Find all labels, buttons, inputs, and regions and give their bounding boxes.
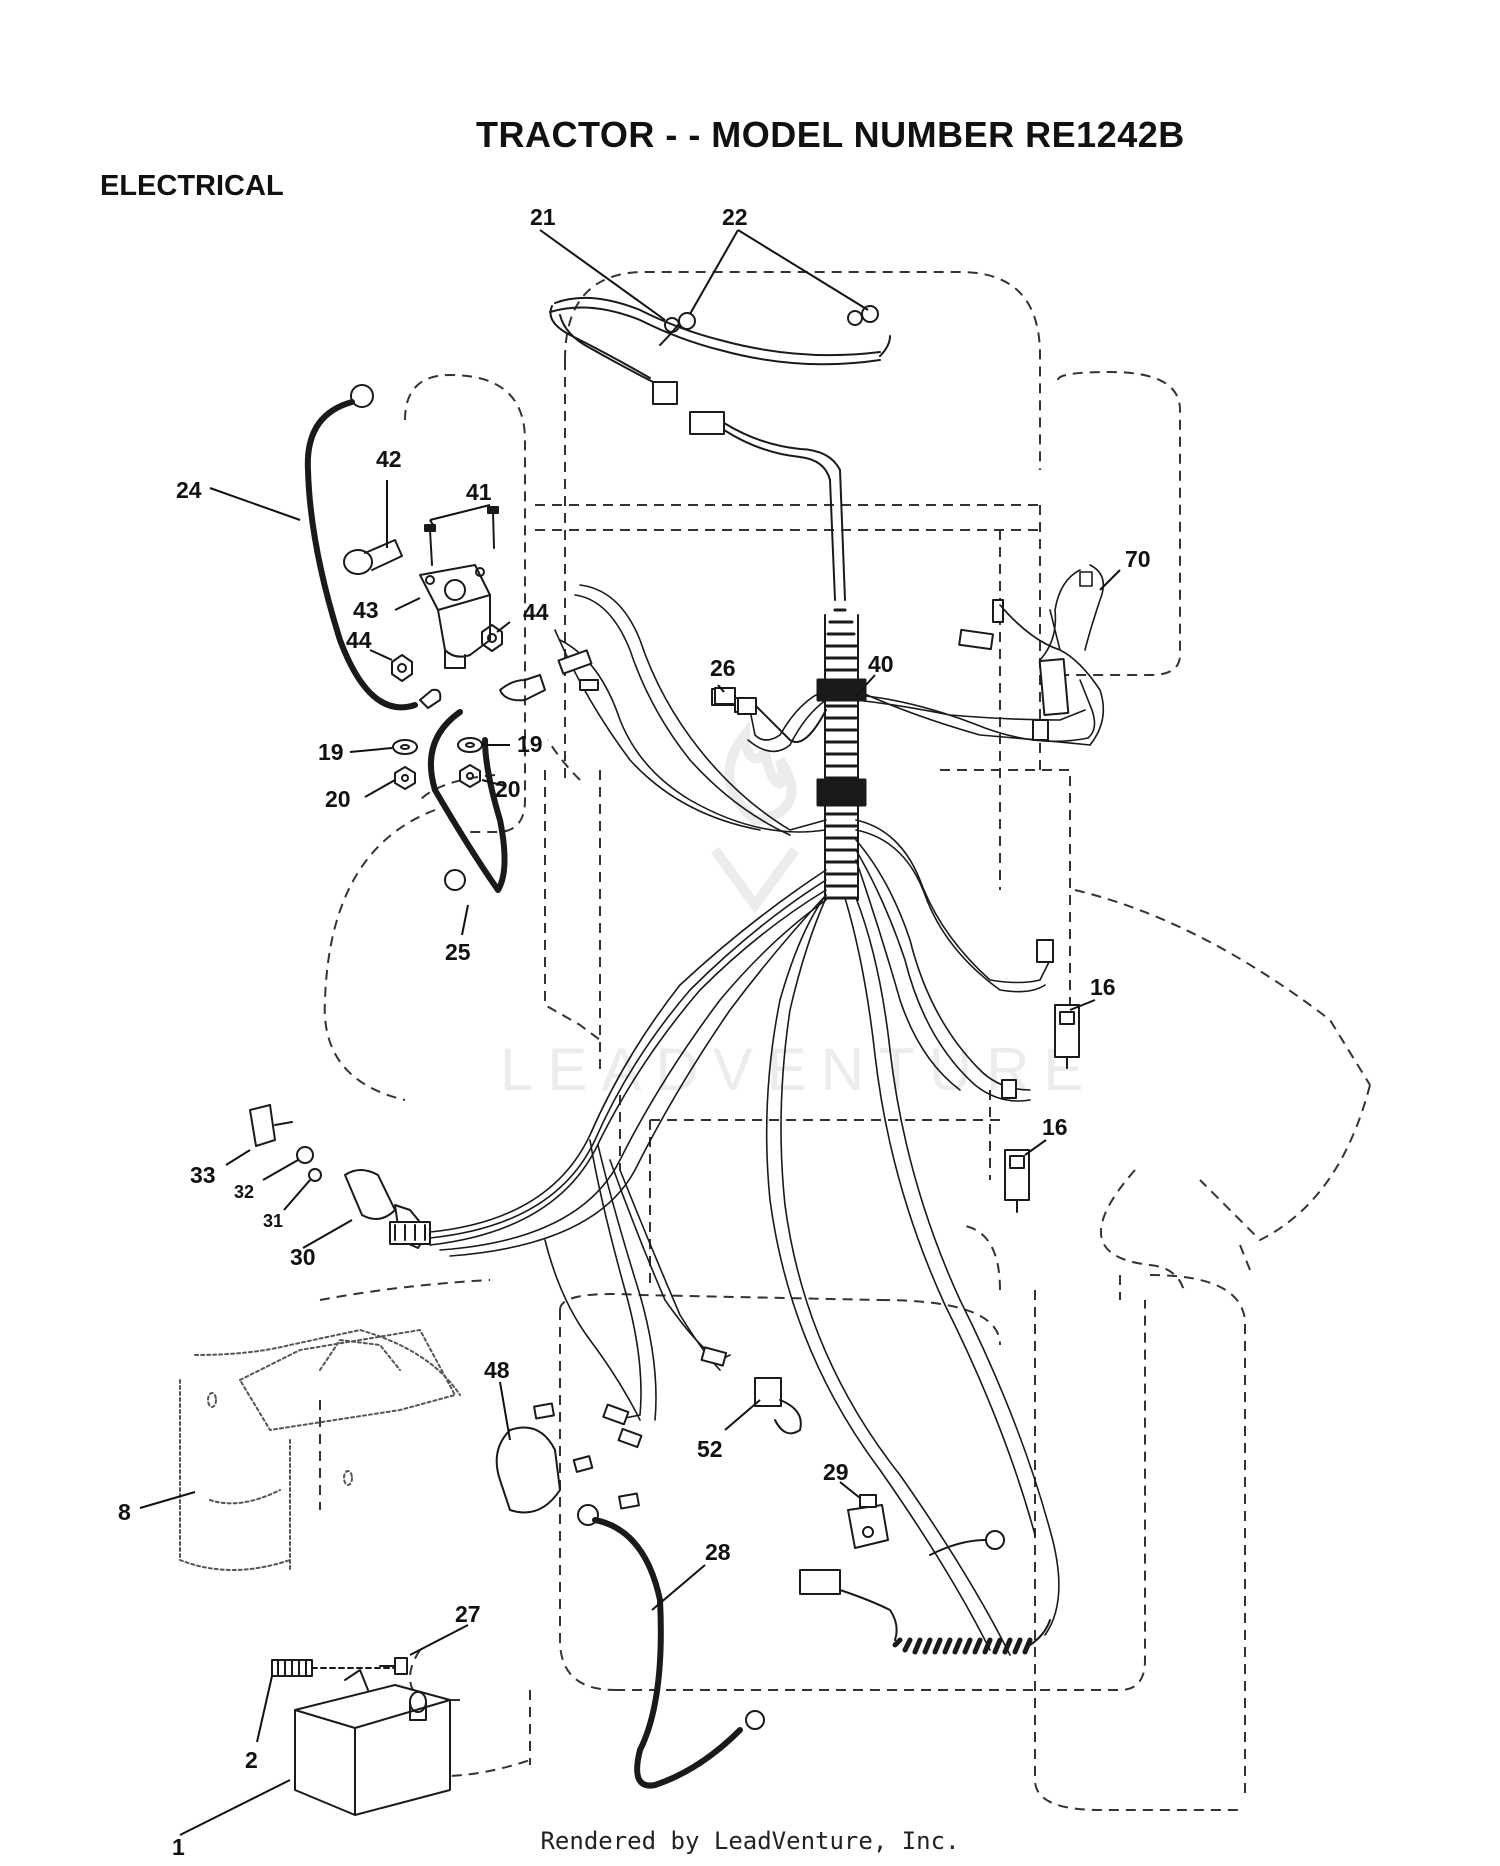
callout-2: 2 bbox=[245, 1747, 258, 1773]
screws-41 bbox=[424, 506, 499, 566]
callout-44-right: 44 bbox=[523, 599, 549, 625]
light-52 bbox=[754, 1377, 802, 1435]
callout-22: 22 bbox=[722, 204, 748, 230]
watermark-flame-icon bbox=[710, 720, 800, 914]
callout-48: 48 bbox=[484, 1357, 510, 1383]
bolt-2 bbox=[271, 1659, 396, 1677]
cable-lugs bbox=[419, 674, 546, 709]
callout-26: 26 bbox=[710, 655, 736, 681]
callout-20-right: 20 bbox=[495, 776, 521, 802]
section-title: ELECTRICAL bbox=[100, 170, 284, 202]
callout-43: 43 bbox=[353, 597, 379, 623]
callout-33: 33 bbox=[190, 1162, 216, 1188]
callout-8: 8 bbox=[118, 1499, 131, 1525]
solenoid-43 bbox=[419, 564, 491, 669]
callout-70: 70 bbox=[1125, 546, 1151, 572]
callout-30: 30 bbox=[290, 1244, 316, 1270]
page-title: TRACTOR - - MODEL NUMBER RE1242B bbox=[476, 114, 1185, 155]
ignition-switch-30 bbox=[344, 1169, 431, 1249]
seat-switch-29 bbox=[847, 1494, 889, 1549]
callout-16-upper: 16 bbox=[1090, 974, 1116, 1000]
callout-44-left: 44 bbox=[346, 627, 372, 653]
battery-1 bbox=[294, 1669, 451, 1816]
callout-19-right: 19 bbox=[517, 731, 543, 757]
nuts-44 bbox=[391, 624, 503, 682]
part-drawings bbox=[179, 296, 1105, 1816]
cable-25-ring bbox=[444, 869, 466, 891]
tractor-outline bbox=[319, 271, 1371, 1811]
cable-28-ring-bottom bbox=[745, 1710, 765, 1730]
washers-19 bbox=[392, 737, 483, 755]
callout-27: 27 bbox=[455, 1601, 481, 1627]
harness-wrap-40 bbox=[816, 608, 867, 901]
ground-cable-28 bbox=[592, 1517, 743, 1789]
light-48 bbox=[495, 1402, 594, 1514]
footer-credit: Rendered by LeadVenture, Inc. bbox=[540, 1827, 960, 1855]
starter-cable-25 bbox=[427, 709, 508, 893]
callout-24: 24 bbox=[176, 477, 202, 503]
terminal-boot-42 bbox=[343, 539, 403, 575]
coil-cord bbox=[799, 1530, 1051, 1655]
front-light-harness bbox=[549, 296, 891, 601]
bolt-27 bbox=[379, 1657, 408, 1675]
callout-labels: 21 22 24 42 41 43 44 44 19 19 20 20 25 2… bbox=[118, 204, 1151, 1860]
callout-41: 41 bbox=[466, 479, 492, 505]
cable-24-ring bbox=[350, 384, 374, 408]
battery-cable-24 bbox=[304, 399, 418, 711]
callout-29: 29 bbox=[823, 1459, 849, 1485]
bulb-sockets bbox=[664, 305, 879, 333]
callout-52: 52 bbox=[697, 1436, 723, 1462]
key-33 bbox=[249, 1104, 293, 1147]
callout-31: 31 bbox=[263, 1211, 283, 1231]
harness-70 bbox=[999, 564, 1105, 661]
nuts-20 bbox=[394, 764, 481, 790]
cable-28-ring-top bbox=[577, 1504, 599, 1526]
connector-26 bbox=[714, 687, 827, 743]
callout-28: 28 bbox=[705, 1539, 731, 1565]
watermark: LEADVENTURE bbox=[500, 720, 1083, 1103]
engine-8 bbox=[179, 1329, 461, 1571]
relays-16 bbox=[1004, 1004, 1080, 1213]
callout-21: 21 bbox=[530, 204, 556, 230]
callout-40: 40 bbox=[868, 651, 894, 677]
callout-19-left: 19 bbox=[318, 739, 344, 765]
nut-31 bbox=[308, 1168, 322, 1182]
callout-32: 32 bbox=[234, 1182, 254, 1202]
ring-32 bbox=[296, 1146, 314, 1164]
callout-25: 25 bbox=[445, 939, 471, 965]
leader-lines bbox=[139, 229, 1121, 1836]
callout-42: 42 bbox=[376, 446, 402, 472]
callout-16-lower: 16 bbox=[1042, 1114, 1068, 1140]
callout-20-left: 20 bbox=[325, 786, 351, 812]
callout-1: 1 bbox=[172, 1834, 185, 1860]
